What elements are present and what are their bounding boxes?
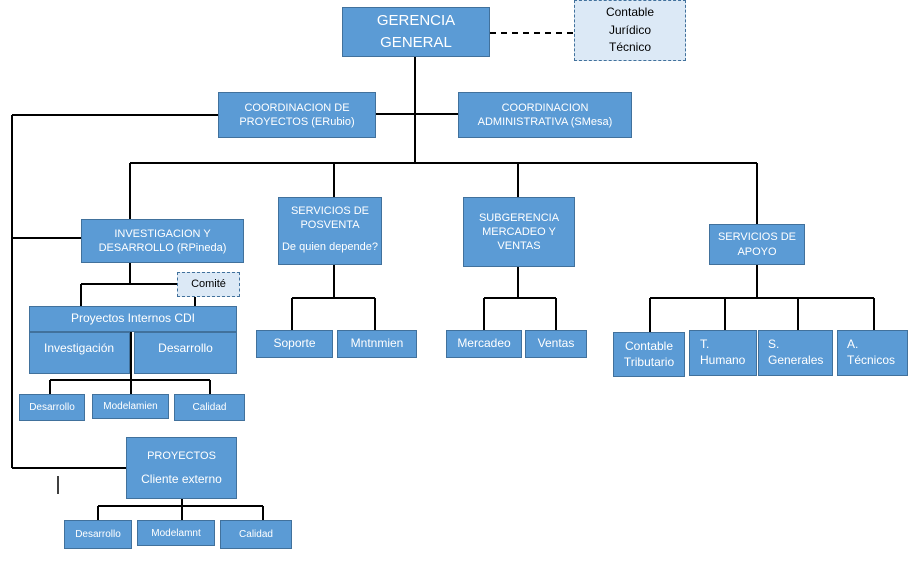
apoyo-line-2: APOYO <box>737 245 777 258</box>
coord-proyectos-line-1: COORDINACION DE <box>244 101 350 114</box>
mantenimiento-box: Mntnmien <box>337 330 417 358</box>
soporte-box: Soporte <box>256 330 333 358</box>
staff-tecnico: Técnico <box>608 40 652 55</box>
apoyo-tecnicos-box: A. Técnicos <box>837 330 908 376</box>
proyectos-calidad-box: Calidad <box>220 520 292 549</box>
posventa-question: De quien depende? <box>281 240 379 253</box>
servicios-generales-line-2: Generales <box>768 353 824 367</box>
gerencia-general-box: GERENCIA GENERAL <box>342 7 490 57</box>
servicios-generales-line-1: S. <box>768 337 780 352</box>
comite-box: Comité <box>177 272 240 297</box>
ventas-label: Ventas <box>537 336 575 351</box>
cdi-desarrollo-box: Desarrollo <box>19 394 85 421</box>
proyectos-externos-box: PROYECTOS Cliente externo <box>126 437 237 499</box>
talento-humano-line-2: Humano <box>700 353 746 367</box>
desarrollo-sub-box: Desarrollo <box>134 332 237 374</box>
staff-box: Contable Jurídico Técnico <box>574 0 686 61</box>
mantenimiento-label: Mntnmien <box>350 336 404 351</box>
servicios-posventa-box: SERVICIOS DE POSVENTA De quien depende? <box>278 197 382 265</box>
proyectos-line-2: Cliente externo <box>141 471 222 486</box>
mercadeo-label: Mercadeo <box>457 336 511 351</box>
coordinacion-administrativa-box: COORDINACION ADMINISTRATIVA (SMesa) <box>458 92 632 138</box>
subgerencia-mercadeo-box: SUBGERENCIA MERCADEO Y VENTAS <box>463 197 575 267</box>
proyectos-internos-box: Proyectos Internos CDI <box>29 306 237 332</box>
investigacion-line-1: INVESTIGACION Y <box>114 227 211 240</box>
posventa-line-1: SERVICIOS DE <box>290 205 370 217</box>
apoyo-line-1: SERVICIOS DE <box>717 231 797 244</box>
investigacion-line-2: DESARROLLO (RPineda) <box>98 242 227 254</box>
servicios-generales-box: S. Generales <box>758 330 833 376</box>
cdi-modelamien-box: Modelamien <box>92 394 169 419</box>
proyectos-desarrollo-box: Desarrollo <box>64 520 132 549</box>
cdi-calidad-box: Calidad <box>174 394 245 421</box>
coord-admin-line-1: COORDINACION <box>501 101 589 114</box>
subgerencia-line-3: VENTAS <box>497 240 541 253</box>
staff-contable: Contable <box>605 5 655 20</box>
apoyo-tecnicos-line-1: A. <box>847 337 859 352</box>
posventa-line-2: POSVENTA <box>300 219 360 232</box>
cdi-modelamien-label: Modelamien <box>103 401 158 412</box>
proyectos-calidad-label: Calidad <box>239 529 273 540</box>
desarrollo-sub-label: Desarrollo <box>158 341 213 355</box>
proyectos-internos-label: Proyectos Internos CDI <box>70 311 196 326</box>
servicios-apoyo-box: SERVICIOS DE APOYO <box>709 224 805 265</box>
contable-tributario-box: Contable Tributario <box>613 332 685 377</box>
mercadeo-box: Mercadeo <box>446 330 522 358</box>
contable-tributario-line-1: Contable <box>624 338 674 353</box>
contable-tributario-line-2: Tributario <box>623 354 675 369</box>
cdi-desarrollo-label: Desarrollo <box>29 402 75 413</box>
investigacion-sub-box: Investigación <box>29 332 130 374</box>
gerencia-line-1: GERENCIA <box>376 12 456 30</box>
proyectos-line-1: PROYECTOS <box>147 449 216 462</box>
proyectos-modelamnt-label: Modelamnt <box>151 527 201 539</box>
proyectos-modelamnt-box: Modelamnt <box>137 520 215 546</box>
soporte-label: Soporte <box>273 336 316 351</box>
ventas-box: Ventas <box>525 330 587 358</box>
investigacion-sub-label: Investigación <box>44 341 115 355</box>
coordinacion-proyectos-box: COORDINACION DE PROYECTOS (ERubio) <box>218 92 376 138</box>
gerencia-line-2: GENERAL <box>380 34 452 51</box>
talento-humano-box: T. Humano <box>689 330 757 376</box>
subgerencia-line-2: MERCADEO Y <box>482 225 556 238</box>
investigacion-desarrollo-box: INVESTIGACION Y DESARROLLO (RPineda) <box>81 219 244 263</box>
staff-juridico: Jurídico <box>608 22 652 37</box>
subgerencia-line-1: SUBGERENCIA <box>478 211 560 224</box>
coord-proyectos-line-2: PROYECTOS (ERubio) <box>239 116 355 128</box>
comite-label: Comité <box>191 277 226 290</box>
cdi-calidad-label: Calidad <box>192 402 227 413</box>
proyectos-desarrollo-label: Desarrollo <box>75 529 121 540</box>
talento-humano-line-1: T. <box>700 337 710 352</box>
apoyo-tecnicos-line-2: Técnicos <box>847 353 896 367</box>
coord-admin-line-2: ADMINISTRATIVA (SMesa) <box>477 116 613 128</box>
